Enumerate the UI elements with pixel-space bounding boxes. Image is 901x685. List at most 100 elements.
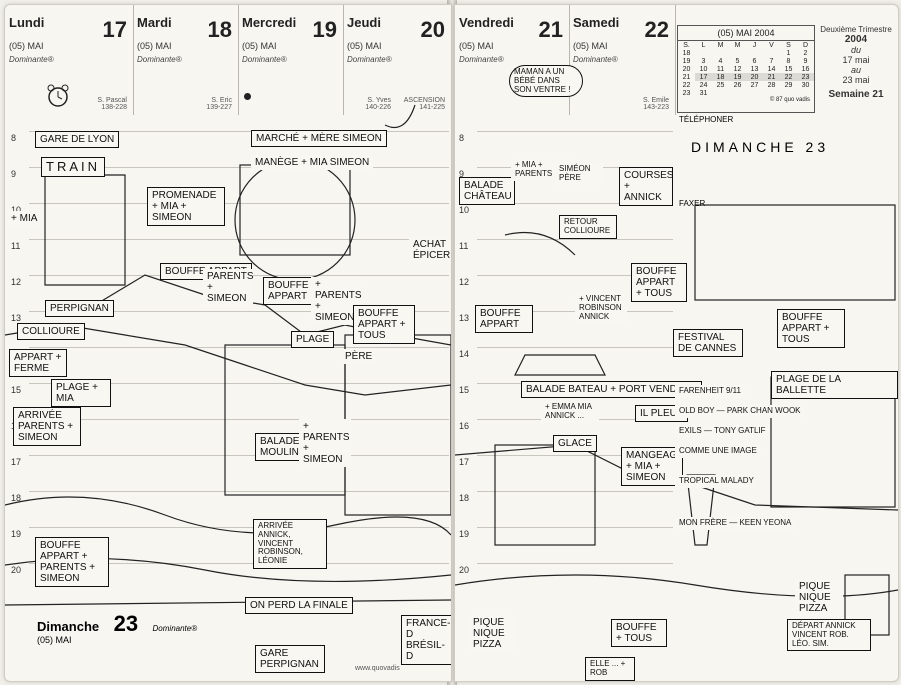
calendar-header-cell: V xyxy=(769,41,774,49)
hour-line xyxy=(477,275,673,276)
hour-label: 18 xyxy=(11,493,22,503)
alarm-clock-icon xyxy=(47,84,69,107)
hour-line xyxy=(29,347,449,348)
port-sketch xyxy=(455,204,898,636)
calendar-day-cell: 13 xyxy=(750,65,759,73)
footer-month: (05) MAI xyxy=(37,635,72,645)
binding-gutter xyxy=(447,0,457,685)
note-bouffe-tous: BOUFFE + TOUS xyxy=(611,619,667,647)
hour-label: 13 xyxy=(11,313,22,323)
hour-line xyxy=(29,455,449,456)
calendar-day-cell: 5 xyxy=(735,57,740,65)
hour-label: 10 xyxy=(11,205,22,215)
calendar-day-cell: 19 xyxy=(729,73,746,81)
calendar-day-cell: 26 xyxy=(733,81,742,89)
note-manege: MANÈGE + MIA SIMEON xyxy=(251,155,374,170)
trimester-from: du xyxy=(850,45,861,55)
day-number: 22 xyxy=(644,17,669,42)
note-courses: COURSES + ANNICK xyxy=(619,167,673,206)
calendar-day-cell: 23 xyxy=(797,73,814,81)
calendar-day-cell: 11 xyxy=(716,65,725,73)
calendar-day-cell: 22 xyxy=(682,81,691,89)
calendar-day-cell: 17 xyxy=(695,73,712,81)
day-number: 18 xyxy=(207,17,232,42)
hour-label: 8 xyxy=(459,133,465,143)
hour-line xyxy=(29,491,449,492)
calendar-day-cell: 20 xyxy=(682,65,691,73)
day-column-vendredi: Vendredi 21 (05) MAI Dominante® xyxy=(455,5,570,115)
dominante-label: Dominante® xyxy=(573,55,618,64)
hour-line xyxy=(477,347,673,348)
hour-label: 19 xyxy=(11,529,22,539)
day-name: Jeudi xyxy=(347,15,381,30)
note-pere: PÈRE xyxy=(341,349,377,364)
day-name: Vendredi xyxy=(459,15,514,30)
trimester-from-date: 17 mai xyxy=(842,55,870,65)
hour-line xyxy=(29,131,449,132)
day-month: (05) MAI xyxy=(459,41,494,51)
film-mon-frere: MON FRÈRE — KEEN YEONA xyxy=(675,517,796,530)
hour-line xyxy=(29,527,449,528)
hour-line xyxy=(29,311,449,312)
calendar-header-cell: S. xyxy=(683,41,690,49)
calendar-header-cell: M xyxy=(717,41,724,49)
hour-label: 8 xyxy=(11,133,17,143)
calendar-day-cell: 18 xyxy=(682,49,691,57)
calendar-day-cell: 2 xyxy=(803,49,808,57)
footer-day-name: Dimanche xyxy=(37,619,100,634)
note-balade-chateau: BALADE CHÂTEAU xyxy=(459,177,515,205)
calendar-day-cell: 31 xyxy=(699,89,708,97)
note-bouffe-appart: BOUFFE APPART + PARENTS + SIMEON xyxy=(35,537,109,587)
calendar-day-cell: 15 xyxy=(784,65,793,73)
day-number: 19 xyxy=(312,17,337,42)
footer-day-number: 23 xyxy=(113,611,139,636)
calendar-day-cell: 24 xyxy=(699,81,708,89)
note-elle-rob: ELLE ... + ROB xyxy=(585,657,635,681)
calendar-day-cell: 9 xyxy=(803,57,808,65)
hour-label: 17 xyxy=(459,457,470,467)
hour-line xyxy=(29,203,449,204)
calendar-day-cell: 18 xyxy=(712,73,729,81)
day-month: (05) MAI xyxy=(347,41,382,51)
calendar-day-cell: 3 xyxy=(701,57,706,65)
calendar-day-cell: 22 xyxy=(780,73,797,81)
footer-day: Dimanche 23 Dominante® xyxy=(37,611,197,637)
note-plage-mercredi: PLAGE xyxy=(291,331,335,348)
day-month: (05) MAI xyxy=(242,41,277,51)
calendar-day-cell: 29 xyxy=(784,81,793,89)
calendar-day-cell: 7 xyxy=(769,57,774,65)
trimester-label: Deuxième Trimestre xyxy=(820,25,892,34)
calendar-day-cell: 28 xyxy=(767,81,776,89)
note-promenade: PROMENADE + MIA + SIMEON xyxy=(147,187,225,226)
note-bouffe-appart-samedi: BOUFFE APPART + TOUS xyxy=(631,263,687,302)
hour-line xyxy=(477,131,673,132)
calendar-day-cell: 1 xyxy=(786,49,791,57)
hour-line xyxy=(477,527,673,528)
trimester-to: au xyxy=(850,65,861,75)
note-bouffe-appart-dimanche: BOUFFE APPART + TOUS xyxy=(777,309,845,348)
hour-line xyxy=(477,203,673,204)
day-name: Mercredi xyxy=(242,15,297,30)
day-number: 17 xyxy=(102,17,127,42)
note-marche: MARCHÉ + MÈRE SIMEON xyxy=(251,130,387,147)
trimester-year: 2004 xyxy=(844,34,868,45)
calendar-day-cell: 19 xyxy=(682,57,691,65)
calendar-day-cell: 20 xyxy=(746,73,763,81)
mini-calendar-title: (05) MAI 2004 xyxy=(678,26,814,41)
hour-label: 15 xyxy=(11,385,22,395)
note-achat-epicerie: ACHAT ÉPICERIE xyxy=(409,237,451,263)
film-exils: EXILS — TONY GATLIF xyxy=(675,425,770,438)
note-plage: PLAGE + MIA xyxy=(51,379,111,407)
hour-line xyxy=(477,563,673,564)
hour-label: 19 xyxy=(459,529,470,539)
